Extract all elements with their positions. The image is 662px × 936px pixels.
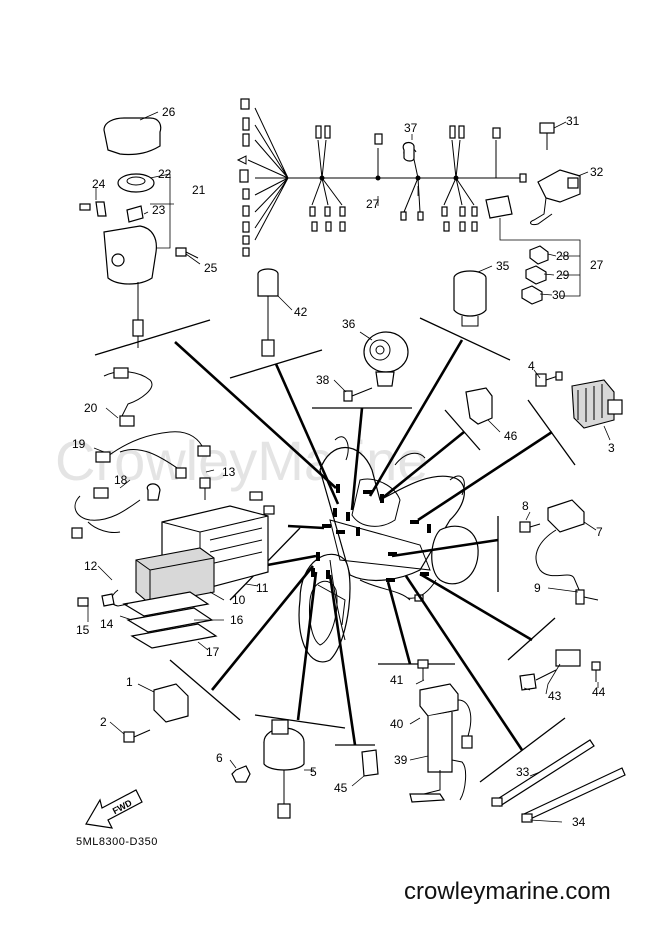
callout-42: 42 xyxy=(294,305,308,319)
diagram-code: 5ML8300-D350 xyxy=(76,836,158,848)
relay-35 xyxy=(453,270,487,327)
callout-36: 36 xyxy=(342,317,356,331)
callout-45: 45 xyxy=(334,781,348,795)
callout-35: 35 xyxy=(496,259,510,273)
horn-36 xyxy=(363,331,409,387)
connection-marks xyxy=(311,484,431,582)
bolt-4 xyxy=(535,371,563,387)
nut-6 xyxy=(231,765,251,783)
callout-16: 16 xyxy=(230,613,244,627)
callout-43: 43 xyxy=(548,689,562,703)
callout-14: 14 xyxy=(100,617,114,631)
callout-31: 31 xyxy=(566,114,580,128)
callout-37: 37 xyxy=(404,121,418,135)
battery-group xyxy=(77,491,275,649)
callout-4: 4 xyxy=(528,359,535,373)
bolt-31 xyxy=(539,122,555,150)
callout-8: 8 xyxy=(522,499,529,513)
callout-28: 28 xyxy=(556,249,570,263)
forward-arrow: FWD xyxy=(85,789,143,829)
callout-25: 25 xyxy=(204,261,218,275)
website-link[interactable]: crowleymarine.com xyxy=(404,878,611,905)
callout-1: 1 xyxy=(126,675,133,689)
callout-21: 21 xyxy=(192,183,206,197)
callout-24: 24 xyxy=(92,177,106,191)
fuel-pump-39 xyxy=(409,683,473,803)
callout-3: 3 xyxy=(608,441,615,455)
callout-39: 39 xyxy=(394,753,408,767)
wire-harness xyxy=(236,98,581,297)
callout-27-clips: 27 xyxy=(590,258,604,272)
part-45 xyxy=(361,749,379,777)
group-leaders xyxy=(94,317,576,783)
callout-32: 32 xyxy=(590,165,604,179)
callout-numbers: 26 22 24 21 23 25 31 37 32 27 28 29 30 2… xyxy=(72,105,615,829)
callout-11: 11 xyxy=(256,581,269,595)
callout-30: 30 xyxy=(552,288,566,302)
bracket-32 xyxy=(530,169,581,225)
callout-29: 29 xyxy=(556,268,570,282)
callout-22: 22 xyxy=(158,167,172,181)
screw-24 xyxy=(79,201,107,217)
connector-clips xyxy=(521,245,549,305)
callout-2: 2 xyxy=(100,715,107,729)
callout-6: 6 xyxy=(216,751,223,765)
callout-33: 33 xyxy=(516,765,530,779)
callout-19: 19 xyxy=(72,437,86,451)
part-46 xyxy=(465,387,493,425)
regulator-3 xyxy=(571,379,623,429)
callout-7: 7 xyxy=(596,525,603,539)
part-1 xyxy=(153,683,189,723)
cable-ties xyxy=(491,739,626,823)
callout-46: 46 xyxy=(504,429,518,443)
wire-leads xyxy=(71,367,211,539)
callout-40: 40 xyxy=(390,717,404,731)
callout-26: 26 xyxy=(162,105,176,119)
bolt-44 xyxy=(591,661,601,682)
starter-relay-5 xyxy=(263,719,305,819)
callout-38: 38 xyxy=(316,373,330,387)
callout-9: 9 xyxy=(534,581,541,595)
callout-20: 20 xyxy=(84,401,98,415)
cover-part xyxy=(103,117,162,156)
callout-5: 5 xyxy=(310,765,317,779)
bolt-2 xyxy=(123,729,151,743)
part-43 xyxy=(519,649,581,691)
callout-18: 18 xyxy=(114,473,128,487)
callout-23: 23 xyxy=(152,203,166,217)
callout-27-harness: 27 xyxy=(366,197,380,211)
callout-41: 41 xyxy=(390,673,404,687)
sensor-7 xyxy=(535,499,599,605)
bolt-13 xyxy=(199,477,211,500)
part-42 xyxy=(257,268,279,357)
main-switch xyxy=(103,173,157,348)
callout-34: 34 xyxy=(572,815,586,829)
bolt-25 xyxy=(175,247,199,259)
bolt-41 xyxy=(417,659,429,680)
callout-15: 15 xyxy=(76,623,90,637)
callout-17: 17 xyxy=(206,645,220,659)
callout-13: 13 xyxy=(222,465,236,479)
callout-12: 12 xyxy=(84,559,98,573)
bolt-8 xyxy=(519,521,541,533)
callout-leaders xyxy=(87,111,611,823)
clip-37 xyxy=(402,141,415,162)
callout-44: 44 xyxy=(592,685,606,699)
callout-10: 10 xyxy=(232,593,246,607)
bolt-38 xyxy=(343,387,373,402)
